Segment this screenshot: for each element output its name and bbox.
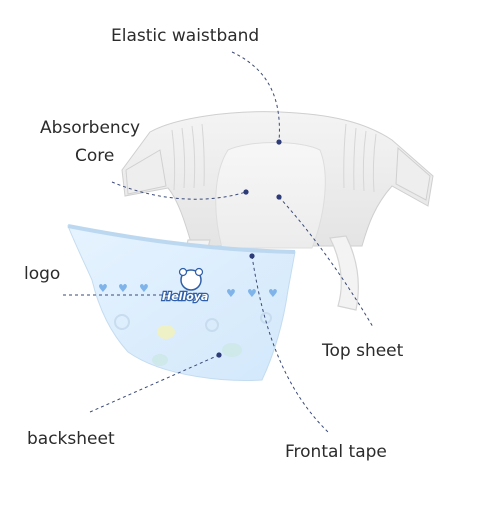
front-waist-edge: [67, 224, 296, 254]
marker-frontal-tape: [249, 253, 255, 259]
side-wing-right: [395, 146, 431, 201]
side-wing-left: [125, 149, 167, 195]
label-top-sheet: Top sheet: [322, 341, 404, 361]
label-logo: logo: [24, 264, 61, 284]
marker-dots: [216, 139, 282, 358]
svg-text:♥: ♥: [226, 287, 236, 300]
marker-backsheet: [216, 352, 222, 358]
leader-line-elastic-waistband: [231, 51, 280, 143]
label-absorbency-core-line1: Absorbency: [40, 118, 141, 138]
marker-absorbency-core: [243, 189, 249, 195]
label-absorbency-core-line2: Core: [75, 146, 115, 166]
marker-elastic-waistband: [276, 139, 282, 145]
svg-text:♥: ♥: [268, 287, 278, 300]
brand-logo-text: Helloya: [162, 290, 208, 303]
svg-text:♥: ♥: [139, 282, 149, 295]
svg-text:♥: ♥: [247, 287, 257, 300]
leader-line-top-sheet: [278, 196, 374, 328]
label-backsheet: backsheet: [27, 429, 115, 449]
svg-text:♥: ♥: [118, 282, 128, 295]
heart-pattern: ♥ ♥ ♥ ♥ ♥ ♥: [98, 282, 278, 300]
label-frontal-tape: Frontal tape: [285, 442, 387, 462]
svg-text:♥: ♥: [98, 282, 108, 295]
leader-line-absorbency-core: [111, 181, 247, 200]
leader-lines: [63, 51, 374, 433]
label-elastic-waistband: Elastic waistband: [111, 26, 260, 46]
leader-line-backsheet: [89, 354, 220, 413]
marker-top-sheet: [276, 194, 282, 200]
bear-mascot-icon: [180, 269, 202, 291]
print-pattern: [114, 312, 272, 366]
leader-line-frontal-tape: [251, 255, 329, 433]
brand-logo: Helloya: [161, 267, 210, 304]
